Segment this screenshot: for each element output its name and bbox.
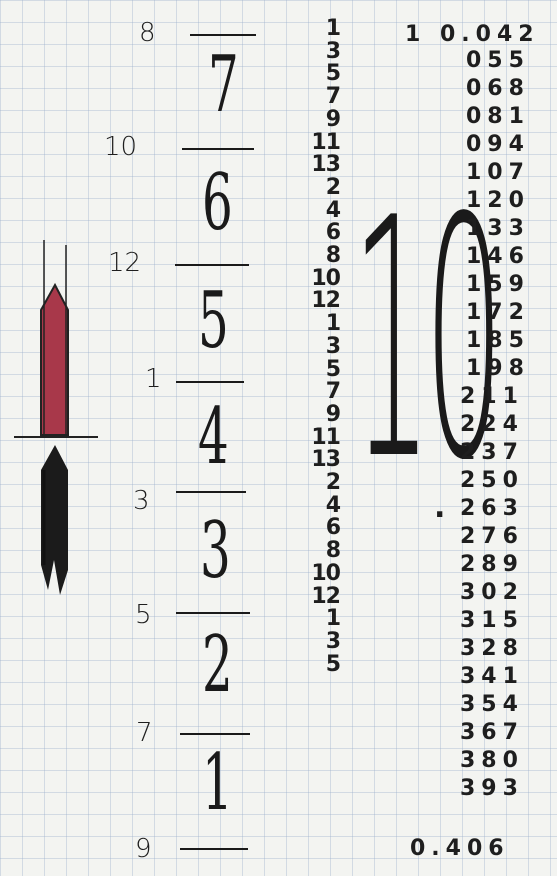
- sequence-row: 0.406: [410, 836, 510, 861]
- sequence-row: 224: [460, 412, 524, 437]
- sequence-row: 393: [460, 776, 524, 801]
- sequence-row: 302: [460, 580, 524, 605]
- sequence-row: 276: [460, 524, 524, 549]
- sequence-row: 133: [466, 216, 530, 241]
- sequence-row: 237: [460, 440, 524, 465]
- sequence-row: 354: [460, 692, 524, 717]
- sequence-row: 159: [466, 272, 530, 297]
- sequence-row: 198: [466, 356, 530, 381]
- sequence-row: 1 0.042: [405, 22, 540, 47]
- sequence-row: 081: [466, 104, 530, 129]
- sequence-row: 380: [460, 748, 524, 773]
- sequence-row: 250: [460, 468, 524, 493]
- sequence-row: 055: [466, 48, 530, 73]
- sequence-row: 211: [460, 384, 524, 409]
- sequence-row: 094: [466, 132, 530, 157]
- sequence-row: 068: [466, 76, 530, 101]
- sequence-row: 120: [466, 188, 530, 213]
- sequence-row: 107: [466, 160, 530, 185]
- sequence-row: 263: [460, 496, 524, 521]
- sequence-row: 315: [460, 608, 524, 633]
- sequence-row: 185: [466, 328, 530, 353]
- sequence-row: 367: [460, 720, 524, 745]
- sequence-row: 289: [460, 552, 524, 577]
- sequence-row: 146: [466, 244, 530, 269]
- sequence-row: 172: [466, 300, 530, 325]
- sequence-row: 341: [460, 664, 524, 689]
- sequence-row: 328: [460, 636, 524, 661]
